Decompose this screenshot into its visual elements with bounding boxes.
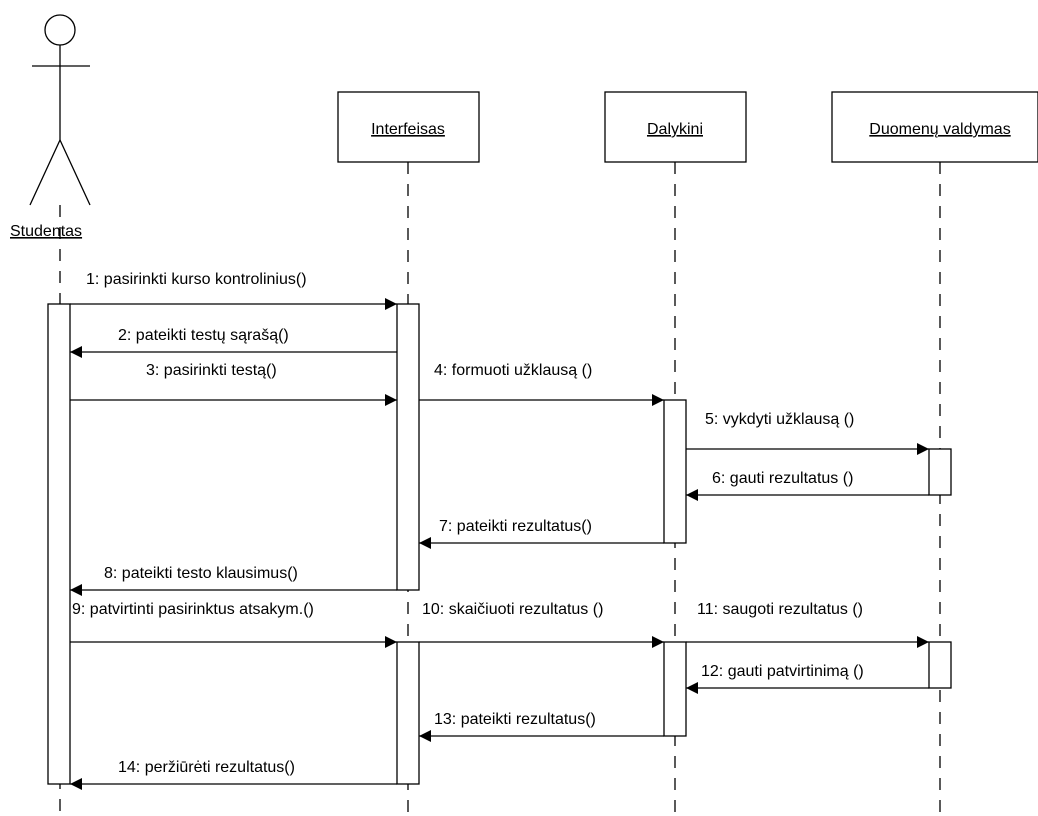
message-label: 4: formuoti užklausą () (434, 362, 592, 379)
message-3: 3: pasirinkti testą() (70, 362, 397, 406)
message-label: 14: peržiūrėti rezultatus() (118, 759, 295, 776)
messages: 1: pasirinkti kurso kontrolinius() 2: pa… (70, 271, 929, 790)
object-box-interfeisas (337, 91, 480, 163)
message-label: 13: pateikti rezultatus() (434, 711, 596, 728)
message-label: 12: gauti patvirtinimą () (701, 663, 864, 680)
activation-bar-dalykini-1 (663, 399, 687, 544)
message-label: 3: pasirinkti testą() (146, 362, 277, 379)
message-4: 4: formuoti užklausą () (419, 362, 664, 406)
activation-bar-studentas (47, 303, 71, 785)
message-label: 5: vykdyti užklausą () (705, 411, 854, 428)
object-label-dalykini: Dalykini (647, 121, 703, 138)
message-12: 12: gauti patvirtinimą () (686, 663, 929, 694)
message-label: 2: pateikti testų sąrašą() (118, 327, 289, 344)
message-5: 5: vykdyti užklausą () (686, 411, 929, 455)
object-dalykini: Dalykini (604, 91, 747, 163)
message-label: 8: pateikti testo klausimus() (104, 565, 298, 582)
message-label: 7: pateikti rezultatus() (439, 518, 592, 535)
activation-bar-duomenu-1 (928, 448, 952, 496)
message-label: 10: skaičiuoti rezultatus () (422, 601, 603, 618)
message-label: 6: gauti rezultatus () (712, 470, 853, 487)
message-6: 6: gauti rezultatus () (686, 470, 929, 501)
activation-bar-interfeisas-2 (396, 641, 420, 785)
actor-head-icon (44, 14, 76, 46)
message-label: 1: pasirinkti kurso kontrolinius() (86, 271, 307, 288)
message-14: 14: peržiūrėti rezultatus() (70, 759, 397, 790)
message-11: 11: saugoti rezultatus () (686, 601, 929, 648)
actor-studentas: Studentas (10, 14, 91, 240)
actor-left-leg (29, 139, 61, 206)
message-1: 1: pasirinkti kurso kontrolinius() (70, 271, 397, 310)
object-box-duomenu-valdymas (831, 91, 1038, 163)
message-8: 8: pateikti testo klausimus() (70, 565, 397, 596)
message-10: 10: skaičiuoti rezultatus () (419, 601, 664, 648)
actor-right-leg (59, 139, 91, 206)
object-label-duomenu-valdymas: Duomenų valdymas (869, 121, 1010, 138)
object-label-interfeisas: Interfeisas (371, 121, 445, 138)
object-box-dalykini (604, 91, 747, 163)
activation-bar-interfeisas-1 (396, 303, 420, 591)
actor-label: Studentas (10, 223, 82, 240)
activation-bars (47, 303, 952, 785)
activation-bar-duomenu-2 (928, 641, 952, 689)
message-label: 9: patvirtinti pasirinktus atsakym.() (72, 601, 314, 618)
message-7: 7: pateikti rezultatus() (419, 518, 664, 549)
activation-bar-dalykini-2 (663, 641, 687, 737)
message-label: 11: saugoti rezultatus () (697, 601, 863, 618)
message-13: 13: pateikti rezultatus() (419, 711, 664, 742)
object-interfeisas: Interfeisas (337, 91, 480, 163)
message-9: 9: patvirtinti pasirinktus atsakym.() (70, 601, 397, 648)
message-2: 2: pateikti testų sąrašą() (70, 327, 397, 358)
object-duomenu-valdymas: Duomenų valdymas (831, 91, 1038, 163)
